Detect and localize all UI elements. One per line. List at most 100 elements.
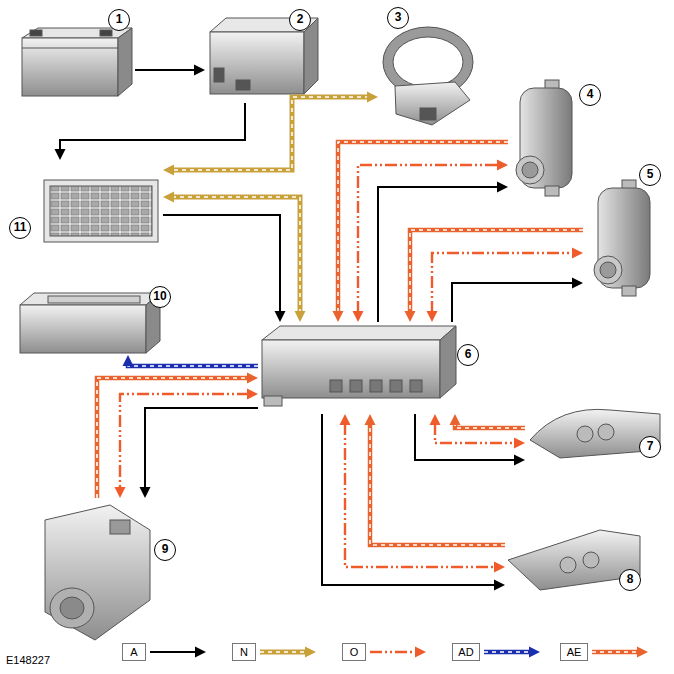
signal-connector <box>353 160 509 323</box>
connector-line <box>128 364 258 366</box>
signal-connector <box>322 414 505 591</box>
arrow-head <box>494 562 505 573</box>
figure-number: E148227 <box>6 654 50 666</box>
antenna-module-illustration <box>594 180 650 296</box>
connector-line <box>592 650 639 655</box>
signal-connector <box>365 414 506 545</box>
signal-connector <box>163 192 306 323</box>
legend-sample <box>150 647 206 658</box>
callout-number: 2 <box>289 9 311 31</box>
connector-dash <box>260 651 307 653</box>
connector-line <box>432 253 574 313</box>
component-node: 1 <box>15 8 135 103</box>
callout-number: 1 <box>108 9 130 31</box>
component-node: 3 <box>378 6 473 128</box>
signal-connector <box>340 414 506 573</box>
arrow-head <box>367 92 378 103</box>
signal-connector <box>452 278 583 323</box>
callout-number: 10 <box>149 286 171 308</box>
signal-connector <box>450 414 526 428</box>
signal-connector <box>430 414 526 449</box>
legend-sample <box>370 647 426 658</box>
callout-number: 5 <box>639 164 661 186</box>
connector-line <box>370 423 505 545</box>
component-node: 10 <box>15 282 165 355</box>
signal-connector <box>333 142 509 322</box>
connector-line <box>172 97 369 170</box>
display-module-illustration <box>20 293 160 353</box>
arrow-head <box>353 311 364 322</box>
arrow-head <box>430 414 441 425</box>
legend-key: AE <box>560 643 588 661</box>
arrow-head <box>529 647 540 658</box>
arrow-head <box>163 192 174 203</box>
signal-connector <box>378 182 508 323</box>
connector-line <box>145 408 258 489</box>
signal-connector <box>115 389 259 499</box>
connector-line <box>358 165 499 313</box>
connector-line <box>120 394 249 489</box>
arrow-head <box>295 311 306 322</box>
connector-line <box>60 103 245 151</box>
connector-line <box>97 378 249 498</box>
arrow-head <box>115 487 126 498</box>
connector-dash <box>338 142 508 313</box>
callout-number: 9 <box>154 539 176 561</box>
connector-line <box>455 423 525 428</box>
signal-connector <box>405 230 584 322</box>
arrow-head <box>514 438 525 449</box>
component-node: 8 <box>505 520 645 595</box>
arrow-head <box>333 311 344 322</box>
legend-sample <box>484 647 540 658</box>
connector-dash <box>370 423 505 545</box>
connector-dash <box>455 423 525 428</box>
arrow-head <box>365 414 376 425</box>
arrow-head <box>55 149 66 160</box>
component-node: 9 <box>35 498 180 643</box>
connector-line <box>415 414 516 460</box>
component-node: 2 <box>205 10 325 103</box>
connector-line <box>135 69 196 71</box>
arrow-head <box>514 455 525 466</box>
callout-number: 11 <box>9 217 31 239</box>
ignition-module-illustration <box>45 505 150 640</box>
connector-line <box>322 414 496 585</box>
arrow-head <box>637 647 648 658</box>
signal-connector <box>55 103 246 160</box>
fuse-box-illustration <box>44 180 158 242</box>
connector-line <box>435 423 516 443</box>
signal-connector <box>415 414 525 466</box>
callout-number: 8 <box>619 569 641 591</box>
arrow-head <box>275 311 286 322</box>
signal-connector <box>427 248 584 323</box>
connector-line <box>260 650 307 655</box>
arrow-head <box>140 487 151 498</box>
arrow-head <box>494 580 505 591</box>
callout-number: 4 <box>579 84 601 106</box>
signal-connector <box>97 373 258 499</box>
arrow-head <box>340 414 351 425</box>
connector-line <box>150 651 197 653</box>
legend-key: N <box>232 643 256 661</box>
control-module-illustration <box>262 326 456 406</box>
handle-sensor-illustration <box>530 409 660 458</box>
legend-sample <box>260 647 316 658</box>
antenna-module-illustration <box>516 80 572 196</box>
connector-line <box>452 283 574 322</box>
callout-number: 6 <box>457 344 479 366</box>
connector-dash <box>484 651 531 653</box>
connector-dash <box>172 97 369 170</box>
connector-dash <box>128 364 258 366</box>
arrow-head <box>405 311 416 322</box>
callout-number: 3 <box>387 7 409 29</box>
connector-dash <box>592 651 639 653</box>
arrow-head <box>247 373 258 384</box>
connector-line <box>172 197 300 313</box>
signal-connector <box>163 215 286 322</box>
battery-illustration <box>22 28 132 96</box>
legend-key: AD <box>452 643 480 661</box>
signal-connector <box>140 408 259 498</box>
